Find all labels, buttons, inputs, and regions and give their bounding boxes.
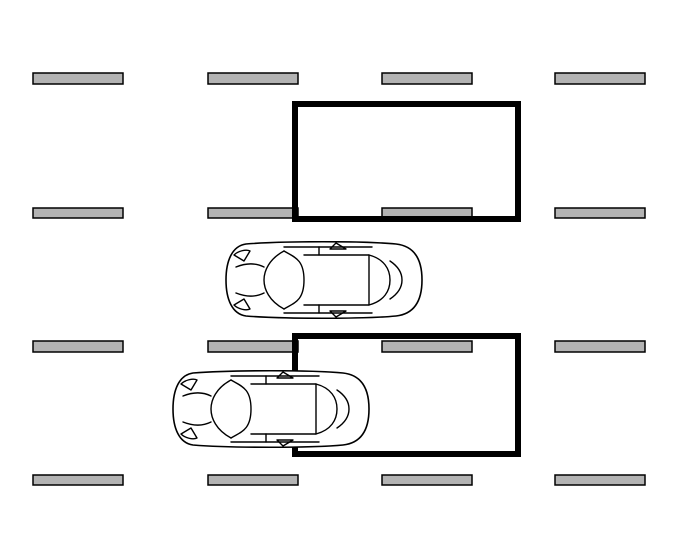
lane-row-4 — [32, 474, 646, 486]
lane-marking — [32, 72, 124, 85]
lane-marking — [381, 72, 473, 85]
lane-marking — [32, 340, 124, 353]
lane-marking — [381, 474, 473, 486]
parking-space-outline-top — [292, 101, 521, 222]
lane-marking — [554, 340, 646, 353]
car-icon-bottom — [172, 370, 370, 448]
lane-row-1 — [32, 72, 646, 85]
lane-marking — [207, 474, 299, 486]
lane-marking — [554, 474, 646, 486]
lane-marking — [32, 207, 124, 219]
lane-marking — [207, 207, 299, 219]
lane-marking — [207, 72, 299, 85]
lane-marking — [32, 474, 124, 486]
lane-row-3 — [32, 340, 646, 353]
car-icon-top — [225, 241, 423, 319]
lane-marking — [554, 207, 646, 219]
lane-marking — [554, 72, 646, 85]
lane-marking — [207, 340, 299, 353]
lane-row-2 — [32, 207, 646, 219]
lane-marking — [381, 340, 473, 353]
